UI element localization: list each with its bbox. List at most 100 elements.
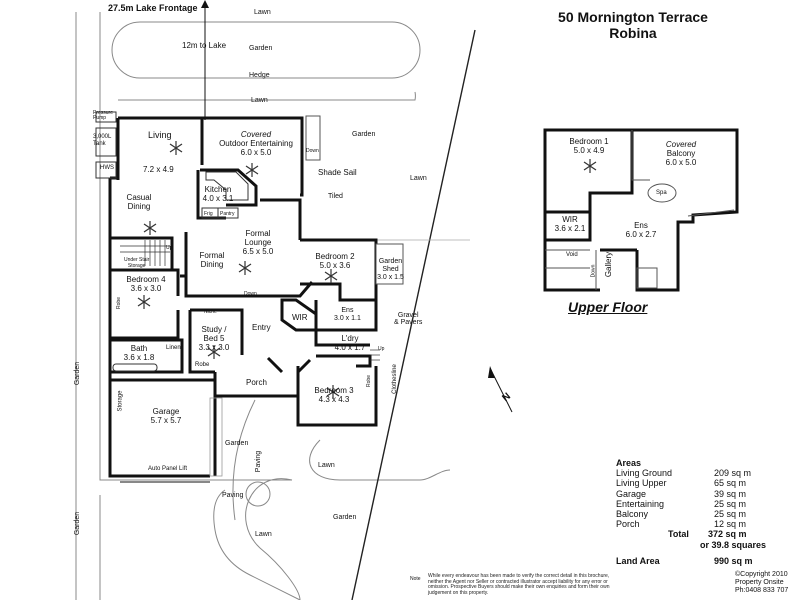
clothesline-label: Clothesline	[391, 364, 398, 394]
disclaimer-note: While every endeavour has been made to v…	[428, 573, 610, 596]
title-line-2: Robina	[609, 25, 657, 41]
area-label: Living Upper	[616, 478, 667, 489]
bedroom-3-room: Bedroom 3 4.3 x 4.3	[311, 386, 357, 404]
garage-room: Garage 5.7 x 5.7	[140, 407, 192, 425]
room-name: Ens	[341, 307, 354, 314]
room-size: 3.3 x 3.0	[198, 343, 230, 352]
linen-label: Linen	[166, 345, 181, 351]
compass-n-label: N	[500, 390, 513, 405]
living-room: Living	[148, 130, 172, 140]
total-squares: or 39.8 squares	[699, 539, 766, 550]
room-name: Garden Shed	[378, 258, 403, 273]
upper-ens-room: Ens 6.0 x 2.7	[623, 221, 659, 239]
down-label: Down	[590, 264, 597, 278]
hws-label: HWS	[100, 165, 114, 171]
total-label: Total	[668, 529, 689, 540]
auto-panel-lift-label: Auto Panel Lift	[148, 466, 188, 472]
bath-room: Bath 3.6 x 1.8	[120, 344, 158, 362]
upper-floor-label: Upper Floor	[568, 299, 648, 315]
areas-row: Porch 12 sq m	[616, 519, 766, 529]
down-label: Down	[306, 148, 319, 154]
areas-table: Areas Living Ground 209 sq m Living Upper…	[616, 458, 766, 566]
wir-room: WIR	[292, 313, 308, 322]
room-size: 3.6 x 1.8	[123, 353, 155, 362]
room-name: Bath	[130, 344, 148, 353]
upper-wir-room: WIR 3.6 x 2.1	[552, 215, 588, 233]
robe-label: Robe	[365, 375, 372, 387]
lawn-label: Lawn	[410, 175, 427, 182]
garden-label: Garden	[225, 440, 249, 447]
land-label: Land Area	[616, 555, 660, 566]
compass-icon	[488, 366, 513, 413]
room-name: Outdoor Entertaining	[219, 139, 293, 148]
room-name: Bedroom 3	[314, 386, 354, 395]
hedge-label: Hedge	[249, 72, 270, 79]
spa-label: Spa	[656, 190, 667, 196]
robe-label: Robe	[115, 297, 122, 309]
property-title: 50 Mornington Terrace Robina	[548, 9, 718, 41]
area-label: Entertaining	[616, 498, 665, 509]
room-size: 6.5 x 5.0	[242, 247, 274, 256]
garden-label: Garden	[333, 514, 357, 521]
room-name: L'dry	[341, 334, 359, 343]
copyright-line-2: Property Onsite	[735, 579, 784, 586]
room-size: 3.0 x 1.1	[334, 315, 361, 322]
room-name: Balcony	[666, 149, 696, 158]
room-size: 6.0 x 5.0	[240, 148, 272, 157]
area-label: Porch	[616, 519, 640, 530]
casual-dining-room: Casual Dining	[126, 193, 152, 211]
paving-label: Paving	[255, 450, 263, 473]
title-line-1: 50 Mornington Terrace	[558, 9, 708, 25]
paving-label: Paving	[222, 492, 244, 499]
land-value: 990 sq m	[714, 555, 753, 566]
shade-sail-label: Shade Sail	[318, 168, 357, 177]
ground-floor-walls	[108, 116, 378, 478]
area-value: 12 sq m	[714, 519, 747, 530]
bathtub	[112, 363, 158, 372]
upper-floor-details	[545, 130, 735, 290]
area-label: Balcony	[616, 509, 649, 520]
gallery-label: Gallery	[604, 251, 614, 278]
area-value: 209 sq m	[714, 468, 752, 479]
room-size: 3.0 x 1.5	[377, 274, 404, 281]
room-size: 3.6 x 3.0	[130, 284, 162, 293]
living-size: 7.2 x 4.9	[143, 165, 174, 174]
arrow-to-lake-icon	[201, 0, 209, 120]
property-boundary	[351, 29, 476, 600]
tiled-label: Tiled	[328, 193, 343, 200]
distance-to-lake-label: 12m to Lake	[182, 41, 227, 50]
room-size: 4.0 x 1.7	[334, 343, 366, 352]
tank-icon	[95, 111, 117, 179]
area-value: 39 sq m	[714, 488, 747, 499]
outdoor-entertaining-room: Covered Outdoor Entertaining 6.0 x 5.0	[208, 130, 304, 157]
under-stair-label: Under Stair Storage	[124, 257, 150, 269]
tank-label: 3,000L Tank	[93, 134, 112, 147]
copyright-line-3: Ph:0408 833 707	[735, 587, 789, 594]
copyright-line-1: ©Copyright 2010	[735, 571, 788, 578]
entry-room: Entry	[252, 323, 271, 332]
kitchen-room: Kitchen 4.0 x 3.1	[200, 185, 236, 203]
room-name: Ens	[634, 221, 648, 230]
areas-row: Living Ground 209 sq m	[616, 468, 766, 478]
void-label: Void	[566, 252, 578, 258]
room-size: 5.0 x 4.9	[573, 146, 605, 155]
frontage-label: 27.5m Lake Frontage	[108, 3, 198, 13]
pressure-pump-label: Pressure Pump	[93, 110, 114, 121]
room-name: Bedroom 2	[315, 252, 355, 261]
upper-bedroom-1-room: Bedroom 1 5.0 x 4.9	[566, 137, 612, 155]
stairs	[120, 240, 380, 361]
area-label: Living Ground	[616, 468, 673, 479]
areas-title: Areas	[616, 458, 642, 468]
formal-lounge-room: Formal Lounge 6.5 x 5.0	[228, 229, 288, 256]
room-qualifier: Covered	[240, 130, 272, 139]
up-label: Up	[378, 346, 385, 352]
room-name: Garage	[152, 407, 180, 416]
room-name: Kitchen	[204, 185, 232, 194]
